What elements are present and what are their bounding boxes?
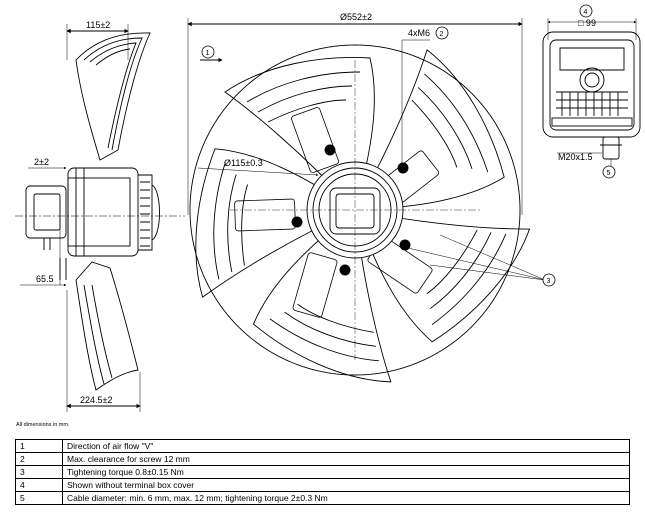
legend-row: 3 Tightening torque 0.8±0.15 Nm <box>15 465 630 479</box>
dim-bracket: 65.5 <box>36 274 54 284</box>
dim-box-size: □ 99 <box>578 18 596 28</box>
legend-number: 4 <box>15 478 63 492</box>
dim-hub-diameter: Ø115±0.3 <box>224 158 263 168</box>
legend-row: 1 Direction of air flow "V" <box>15 439 630 453</box>
legend-text: Direction of air flow "V" <box>62 439 630 453</box>
dim-offset: 2±2 <box>34 157 49 167</box>
callout-torque: 3 <box>542 273 556 287</box>
dim-depth-top: 115±2 <box>86 20 110 30</box>
svg-text:5: 5 <box>607 170 611 177</box>
legend-number: 1 <box>15 439 63 453</box>
dim-screw: 4xM6 <box>408 28 430 38</box>
side-view <box>15 24 185 412</box>
callout-box-cover: 4 <box>579 4 593 18</box>
svg-text:2: 2 <box>440 31 444 38</box>
legend-row: 2 Max. clearance for screw 12 mm <box>15 452 630 466</box>
units-note: All dimensions in mm. <box>16 422 70 428</box>
legend-number: 5 <box>15 491 63 505</box>
legend-text: Shown without terminal box cover <box>62 478 630 492</box>
callout-cable: 5 <box>602 165 616 179</box>
technical-drawing: 115±2 2±2 65.5 224.5±2 <box>15 4 641 412</box>
callout-clearance: 2 <box>435 26 449 40</box>
dim-cable-gland: M20x1.5 <box>558 152 593 162</box>
svg-text:3: 3 <box>547 278 551 285</box>
dim-diameter: Ø552±2 <box>340 12 372 22</box>
legend-table: 1 Direction of air flow "V" 2 Max. clear… <box>15 439 630 505</box>
callout-airflow: 1 <box>201 45 215 59</box>
svg-text:4: 4 <box>584 9 588 16</box>
legend-text: Max. clearance for screw 12 mm <box>62 452 630 466</box>
dim-depth-bottom: 224.5±2 <box>80 395 112 405</box>
front-view <box>187 18 546 383</box>
legend-text: Tightening torque 0.8±0.15 Nm <box>62 465 630 479</box>
legend-row: 5 Cable diameter: min. 6 mm, max. 12 mm;… <box>15 491 630 505</box>
legend-row: 4 Shown without terminal box cover <box>15 478 630 492</box>
legend-number: 3 <box>15 465 63 479</box>
legend-number: 2 <box>15 452 63 466</box>
terminal-box-view <box>542 18 641 170</box>
svg-text:1: 1 <box>206 50 210 57</box>
legend-text: Cable diameter: min. 6 mm, max. 12 mm; t… <box>62 491 630 505</box>
